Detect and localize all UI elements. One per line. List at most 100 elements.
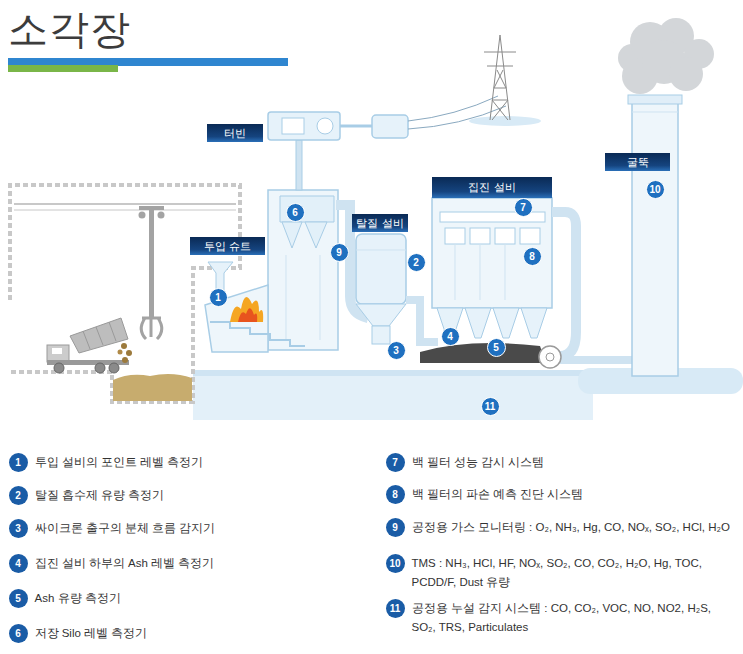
list-item-number: 1투입 설비의 포인트 레벨 측정기 [9,453,28,472]
bag-filter-part [480,244,481,300]
callout-number: 11 [481,397,500,416]
list-item-number: 8백 필터의 파손 예측 진단 시스템 [386,485,405,504]
power-pylon-part [484,35,516,120]
ground-part [469,116,541,126]
denox-reactor-part [372,326,390,344]
callout-number-text: 6 [292,207,298,218]
crane-part [149,208,154,318]
turbine-part [296,140,302,190]
equipment-label: 투입 슈트 [204,239,251,254]
denox-reactor-part [356,250,406,251]
bunker-building-part [10,185,240,402]
callout-number-text: 7 [520,202,526,213]
dump-truck-part [83,331,90,349]
title-underline [8,58,288,72]
list-item-number: 9공정용 가스 모니터링 : O₂, NH₃, Hg, CO, NOₓ, SO₂… [386,518,405,537]
list-description: Ash 유량 측정기 [35,589,365,608]
bag-filter-part [445,228,465,244]
furnace [205,190,338,352]
callout-number: 10 [646,180,665,199]
list-number-text: 4 [15,558,21,569]
stack-part [632,112,678,113]
equipment-label: 터빈 [224,126,246,141]
list-description: TMS : NH₃, HCl, HF, NOₓ, SO₂, CO, CO₂, H… [412,554,732,592]
list-item-number: 7백 필터 성능 감시 시스템 [386,453,405,472]
equipment-label: 탈질 설비 [356,216,403,231]
equipment-label: 굴뚝 [627,155,649,170]
denox-reactor-part [356,304,406,326]
callout-number: 7 [514,198,533,217]
list-number-text: 5 [15,593,21,604]
callout-number-text: 8 [529,251,535,262]
list-number-text: 10 [389,558,400,569]
stack-part [669,57,703,91]
bag-filter-part [465,308,491,338]
list-description: 백 필터 성능 감시 시스템 [412,453,732,472]
dump-truck-part [118,350,123,355]
furnace-part [268,190,338,350]
callout-number-text: 3 [393,345,399,356]
turbine-part [268,112,340,140]
list-number-text: 2 [15,490,21,501]
crane-part [158,212,165,219]
dump-truck-part [126,350,132,356]
crane [139,206,165,339]
bag-filter-part [546,353,554,361]
bag-filter-part [521,308,547,338]
title-underline-part [8,58,288,66]
equipment-label-box: 터빈 [207,124,263,142]
dump-truck-part [121,343,127,349]
list-item-number: 4집진 설비 하부의 Ash 레벨 측정기 [9,554,28,573]
bag-filter-part [560,356,632,364]
bag-filter [420,198,632,368]
list-item-number: 11공정용 누설 감지 시스템 : CO, CO₂, VOC, NO, NO2,… [386,599,405,618]
list-number-text: 9 [392,522,398,533]
callout-number-text: 1 [215,292,221,303]
furnace-part [280,196,334,222]
title-underline-part [8,65,118,72]
denox-reactor [336,205,438,344]
callout-number: 6 [286,203,305,222]
turbine-part [340,125,372,128]
list-description: 투입 설비의 포인트 레벨 측정기 [35,453,365,472]
list-number-text: 1 [15,457,21,468]
list-description: 저장 Silo 레벨 측정기 [35,624,365,643]
callout-number-text: 9 [336,247,342,258]
stack [618,18,714,376]
list-item-number: 6저장 Silo 레벨 측정기 [9,624,28,643]
bag-filter-part [432,198,552,308]
callout-number-text: 10 [649,184,660,195]
equipment-label-box: 투입 슈트 [190,237,265,255]
page-title: 소각장 [8,2,131,57]
bag-filter-part [420,343,546,363]
dump-truck-part [95,363,105,373]
callout-number-text: 11 [485,401,496,412]
callout-number-text: 2 [413,257,419,268]
crane-part [141,318,162,339]
furnace-part [286,255,287,340]
list-item-number: 3싸이크론 출구의 분체 흐름 감지기 [9,519,28,538]
callout-number: 5 [487,338,506,357]
callout-number-text: 5 [493,342,499,353]
turbine-part [282,118,304,134]
callout-number: 1 [209,288,228,307]
callout-number-text: 4 [447,331,453,342]
callout-number: 2 [407,253,426,272]
dump-truck-part [47,345,69,362]
crane-part [139,206,164,210]
turbine-part [372,115,408,138]
dump-truck-part [109,363,119,373]
equipment-label-box: 굴뚝 [605,153,670,171]
furnace-part [282,222,302,248]
power-pylon [484,35,516,120]
list-number-text: 7 [392,457,398,468]
list-description: 공정용 가스 모니터링 : O₂, NH₃, Hg, CO, NOₓ, SO₂,… [412,518,732,537]
list-item-number: 10TMS : NH₃, HCl, HF, NOₓ, SO₂, CO, CO₂,… [386,554,405,573]
dump-truck-part [96,327,103,345]
bunker-building-part [14,210,236,211]
crane-part [139,212,146,219]
stack-part [632,98,678,376]
bag-filter-part [493,308,519,338]
list-number-text: 3 [15,523,21,534]
